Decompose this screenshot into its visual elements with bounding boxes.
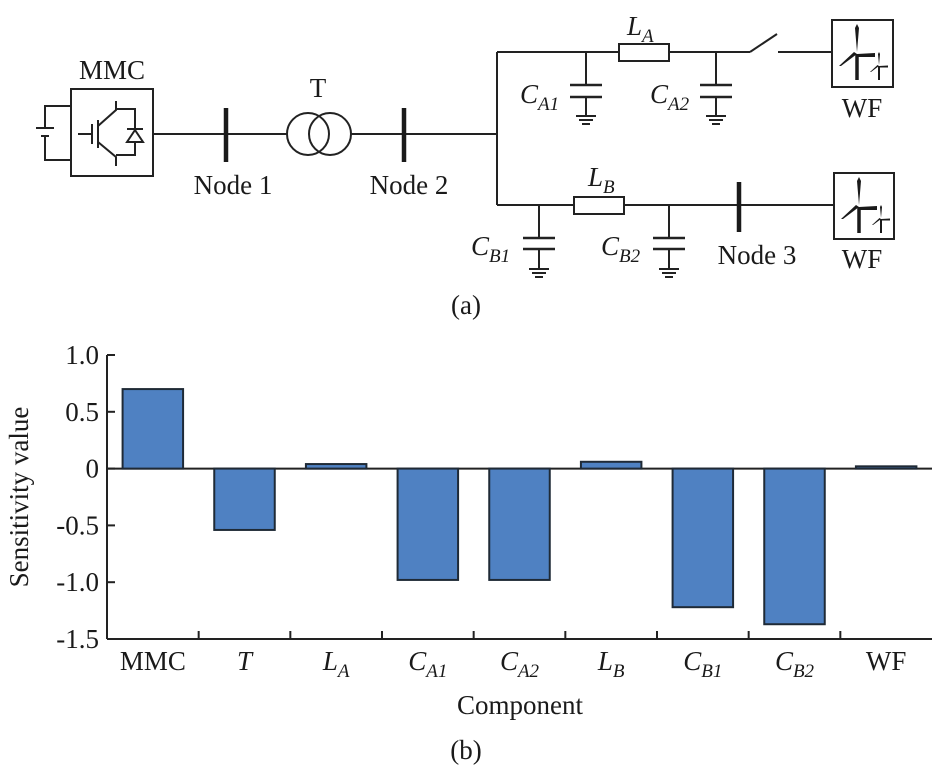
- la-label: LA: [626, 11, 654, 47]
- bar-lb: [579, 460, 643, 470]
- capacitor-ca1-icon: [570, 52, 602, 125]
- bar-cb1: [671, 467, 735, 609]
- node1-label: Node 1: [194, 170, 273, 200]
- transformer-label: T: [310, 73, 327, 103]
- y-tick-label: 1.0: [65, 340, 99, 370]
- wf-a-label: WF: [842, 93, 883, 123]
- x-tick-label: T: [237, 646, 254, 676]
- inductor-lb-icon: [573, 196, 625, 215]
- bar-ca2: [488, 467, 551, 581]
- wind-farm-b-icon: [833, 172, 895, 240]
- ca1-label: CA1: [520, 79, 559, 115]
- x-axis-title: Component: [457, 690, 583, 720]
- caption-b: (b): [450, 735, 481, 765]
- ca2-label: CA2: [650, 79, 690, 115]
- bar-ca1: [396, 467, 460, 581]
- mmc-label: MMC: [79, 55, 145, 85]
- y-axis-title: Sensitivity value: [4, 407, 34, 588]
- cb1-label: CB1: [471, 231, 510, 267]
- capacitor-cb1-icon: [523, 205, 555, 278]
- cb2-label: CB2: [601, 231, 641, 267]
- x-tick-label: LA: [322, 646, 350, 682]
- lb-label: LB: [587, 162, 615, 198]
- bar-chart: 1.0 0.5 0 -0.5 -1.0 -1.5 MMC T LA CA1 CA2 LB CB1 CB2…: [4, 340, 932, 765]
- capacitor-ca2-icon: [700, 52, 732, 125]
- bars: [121, 388, 918, 626]
- x-tick-label: CB2: [775, 646, 815, 682]
- capacitor-cb2-icon: [653, 205, 685, 278]
- y-tick-label: 0: [86, 454, 100, 484]
- branch-b: [497, 182, 834, 278]
- node2-label: Node 2: [370, 170, 449, 200]
- x-tick-label: CA2: [500, 646, 540, 682]
- wf-b-label: WF: [842, 244, 883, 274]
- bar-la: [304, 463, 368, 470]
- wind-farm-a-icon: [831, 19, 894, 88]
- y-tick-label: -0.5: [56, 510, 99, 540]
- mmc-converter-icon: [70, 88, 154, 177]
- x-axis: MMC T LA CA1 CA2 LB CB1 CB2 WF: [107, 631, 932, 682]
- breaker-switch-icon[interactable]: [749, 33, 778, 53]
- bar-t: [213, 467, 276, 531]
- x-tick-label: MMC: [120, 646, 186, 676]
- caption-a: (a): [451, 290, 481, 320]
- branch-a: [497, 33, 832, 125]
- node3-label: Node 3: [718, 240, 797, 270]
- transformer-icon: [286, 112, 352, 156]
- y-tick-label: 0.5: [65, 397, 99, 427]
- circuit-diagram: MMC Node 1 T Node 2: [36, 11, 895, 320]
- x-tick-label: CB1: [683, 646, 722, 682]
- y-tick-label: -1.5: [56, 624, 99, 654]
- x-tick-label: CA1: [408, 646, 447, 682]
- bar-cb2: [763, 467, 826, 626]
- y-tick-label: -1.0: [56, 567, 99, 597]
- x-tick-label: WF: [866, 646, 907, 676]
- x-tick-label: LB: [597, 646, 625, 682]
- bar-mmc: [121, 388, 185, 470]
- bar-wf: [854, 465, 918, 470]
- dc-source-icon: [36, 105, 71, 161]
